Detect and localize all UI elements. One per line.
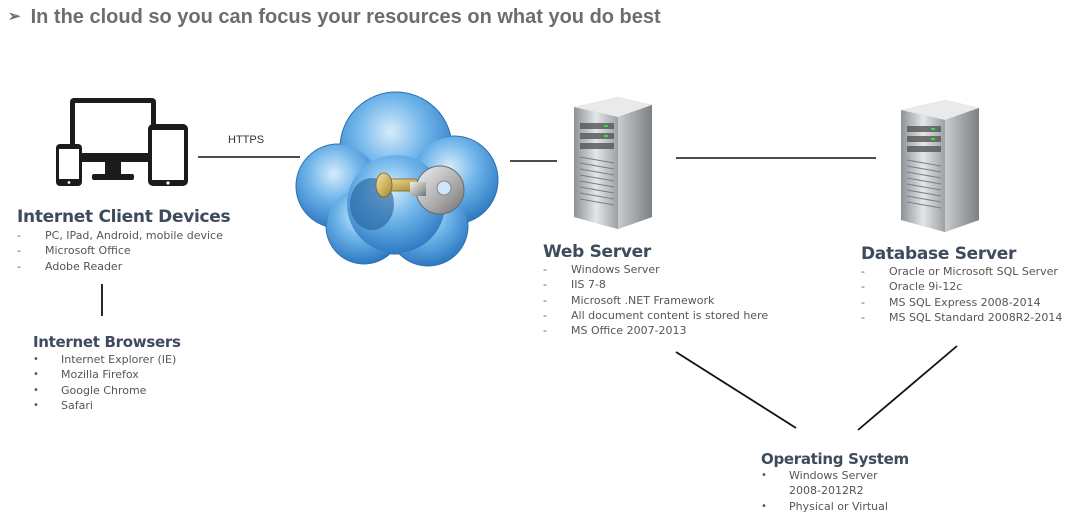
list-item: IIS 7-8 bbox=[543, 277, 768, 293]
web-server-heading: Web Server bbox=[543, 242, 651, 262]
list-item: Oracle 9i-12c bbox=[861, 279, 1062, 295]
client-devices-list: PC, IPad, Android, mobile device Microso… bbox=[17, 228, 230, 274]
list-item: MS SQL Standard 2008R2-2014 bbox=[861, 310, 1062, 326]
list-item: Google Chrome bbox=[33, 383, 181, 399]
internet-browsers-heading: Internet Browsers bbox=[33, 333, 181, 351]
list-item: Microsoft Office bbox=[17, 243, 230, 259]
operating-system-block: Operating System Windows Server 2008-201… bbox=[761, 450, 909, 514]
list-item: MS SQL Express 2008-2014 bbox=[861, 295, 1062, 311]
cloud-key-icon bbox=[295, 91, 499, 267]
list-item: Windows Server 2008-2012R2 bbox=[761, 468, 889, 499]
list-item: PC, IPad, Android, mobile device bbox=[17, 228, 230, 244]
internet-browsers-list: Internet Explorer (IE) Mozilla Firefox G… bbox=[33, 352, 181, 413]
operating-system-heading: Operating System bbox=[761, 450, 909, 468]
list-item: MS Office 2007-2013 bbox=[543, 323, 768, 339]
devices-icon bbox=[56, 98, 188, 186]
list-item: Internet Explorer (IE) bbox=[33, 352, 181, 368]
page-title-text: In the cloud so you can focus your resou… bbox=[30, 6, 661, 28]
list-item: Oracle or Microsoft SQL Server bbox=[861, 264, 1062, 280]
database-server-list: Oracle or Microsoft SQL Server Oracle 9i… bbox=[861, 264, 1062, 325]
https-label: HTTPS bbox=[228, 134, 265, 146]
database-server-heading: Database Server bbox=[861, 244, 1017, 264]
title-bullet-icon: ➢ bbox=[8, 8, 21, 25]
list-item: Safari bbox=[33, 398, 181, 414]
list-item: Adobe Reader bbox=[17, 259, 230, 275]
list-item: Windows Server bbox=[543, 262, 768, 278]
operating-system-list: Windows Server 2008-2012R2 Physical or V… bbox=[761, 468, 909, 514]
page-title: ➢ In the cloud so you can focus your reso… bbox=[8, 6, 661, 29]
list-item: Mozilla Firefox bbox=[33, 367, 181, 383]
web-server-block: Web Server Windows Server IIS 7-8 Micros… bbox=[543, 242, 768, 339]
client-devices-block: Internet Client Devices PC, IPad, Androi… bbox=[17, 207, 231, 274]
list-item: Microsoft .NET Framework bbox=[543, 293, 768, 309]
list-item: All document content is stored here bbox=[543, 308, 768, 324]
client-devices-heading: Internet Client Devices bbox=[17, 207, 231, 227]
database-server-block: Database Server Oracle or Microsoft SQL … bbox=[861, 244, 1062, 325]
list-item: Physical or Virtual bbox=[761, 499, 909, 515]
internet-browsers-block: Internet Browsers Internet Explorer (IE)… bbox=[33, 333, 181, 413]
db-os-line bbox=[857, 345, 958, 431]
web-server-list: Windows Server IIS 7-8 Microsoft .NET Fr… bbox=[543, 262, 768, 339]
web-server-icon bbox=[574, 97, 652, 229]
web-os-line bbox=[675, 351, 797, 429]
database-server-icon bbox=[901, 100, 979, 232]
